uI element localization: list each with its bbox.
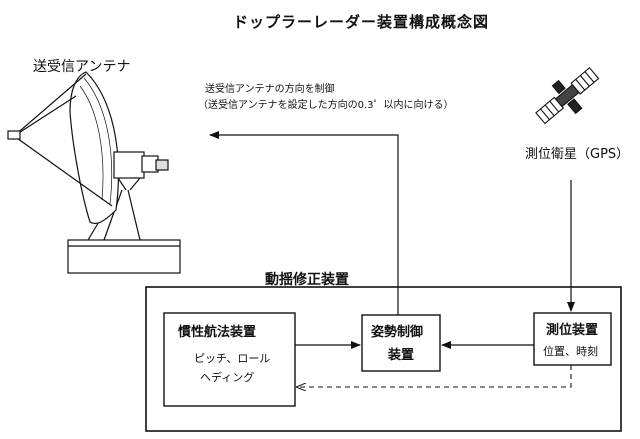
arrow-attitude-to-antenna: [209, 131, 399, 315]
satellite-label: 測位衛星（GPS）: [525, 147, 630, 162]
attitude-control-label-line1: 姿勢制御: [371, 325, 424, 340]
control-note-line1: 送受信アンテナの方向を制御: [205, 84, 335, 95]
control-note-line2: （送受信アンテナを設定した方向の0.3゜以内に向ける）: [198, 100, 454, 111]
correction-unit-label: 動揺修正装置: [265, 272, 349, 288]
antenna-feed: [7, 130, 21, 140]
ins-box: [163, 312, 296, 407]
antenna-mount: [113, 151, 145, 179]
antenna-pedestal: [67, 239, 181, 274]
correction-unit-frame: [145, 286, 622, 432]
ins-detail-heading: ヘディング: [200, 371, 255, 384]
attitude-control-label-line2: 装置: [388, 348, 415, 363]
page-title: ドップラーレーダー装置構成概念図: [233, 13, 490, 31]
attitude-control-box: [361, 314, 441, 372]
satellite-illustration: [535, 67, 600, 125]
antenna-illustration: [7, 71, 181, 274]
antenna-label: 送受信アンテナ: [33, 59, 131, 75]
positioning-box: [533, 312, 612, 366]
antenna-dish: [69, 71, 120, 225]
ins-name: 慣性航法装置: [178, 325, 257, 340]
positioning-detail: 位置、時刻: [543, 345, 598, 358]
arrow-positioning-to-ins-dashed: [297, 365, 572, 387]
positioning-name: 測位装置: [546, 323, 599, 338]
ins-detail-pitch-roll: ピッチ、ロール: [194, 352, 271, 365]
